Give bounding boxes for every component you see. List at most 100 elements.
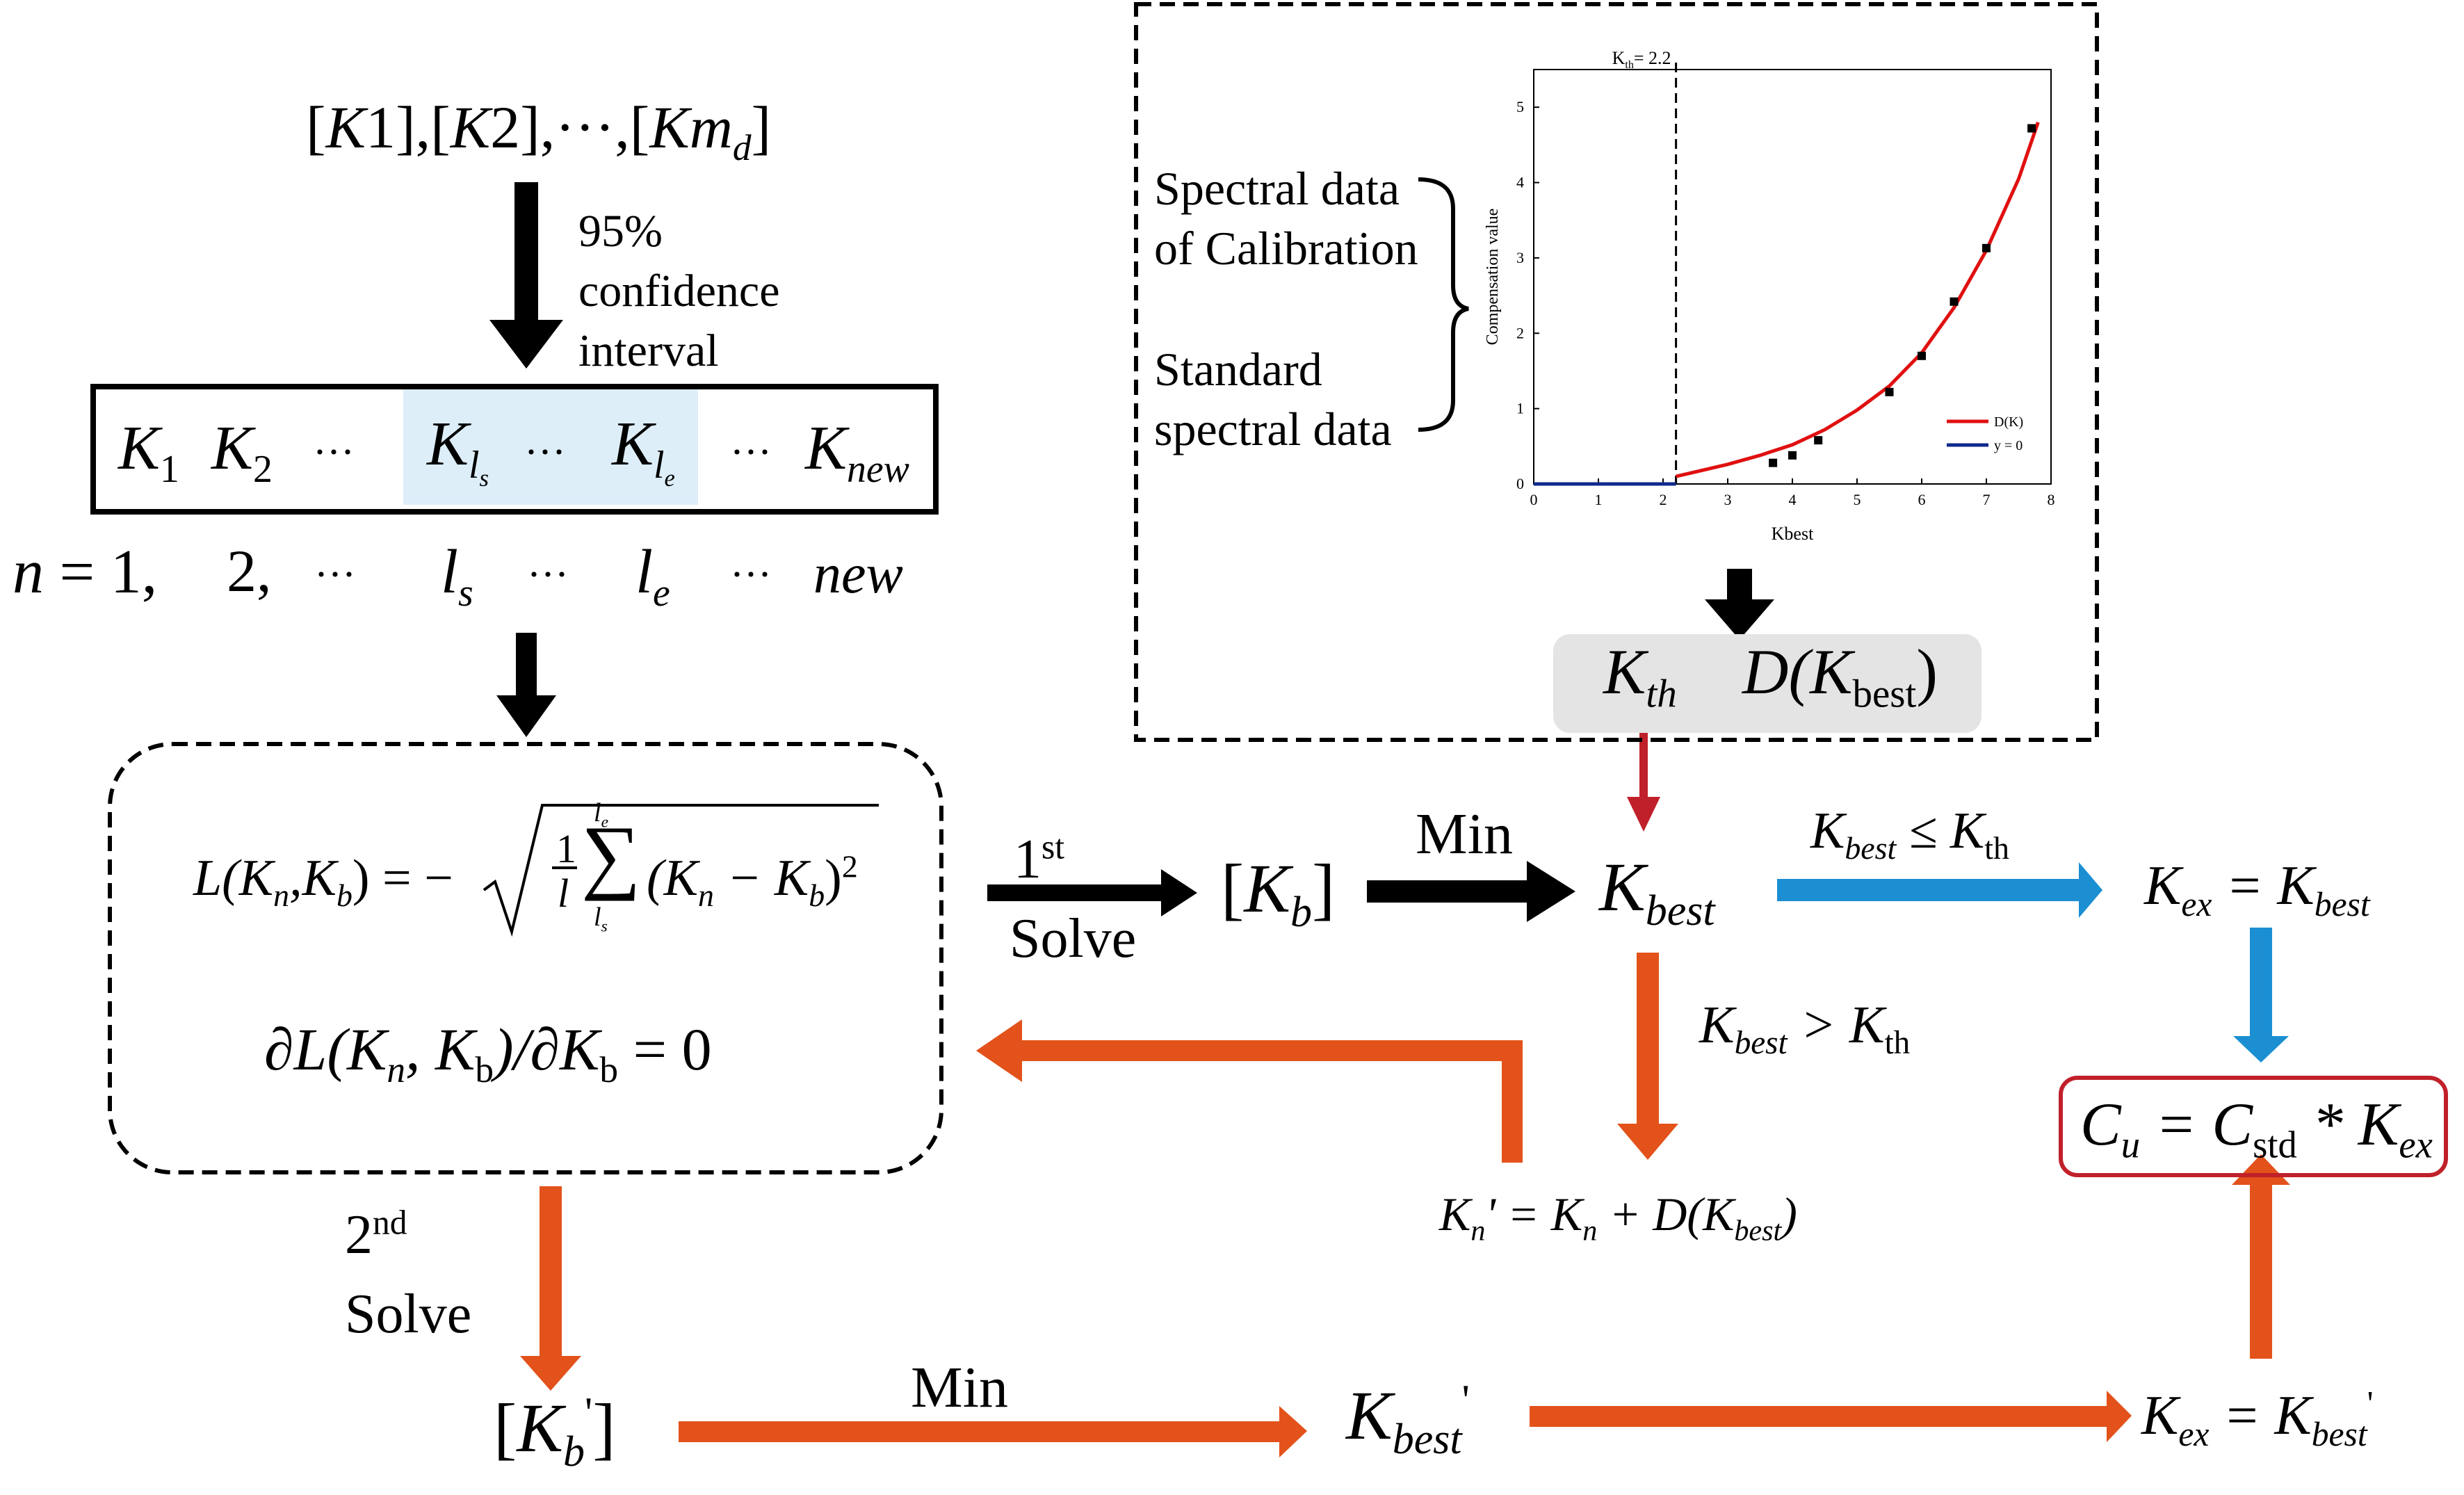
min-label-2: Min	[911, 1355, 1009, 1420]
n-new: new	[813, 544, 903, 605]
seq-k2: K2	[211, 414, 273, 491]
y-tick-label: 3	[1516, 249, 1524, 266]
data-point	[1950, 297, 1959, 306]
n-two: 2,	[227, 538, 272, 604]
threshold-k: K	[1612, 48, 1626, 68]
calibration-data-label: Spectral data of Calibration	[1154, 159, 1418, 278]
spectral-brace	[1418, 177, 1469, 432]
y-tick-label: 2	[1516, 324, 1524, 341]
second-solve-label: Solve	[345, 1284, 472, 1345]
threshold-value: = 2.2	[1634, 48, 1671, 68]
orange-arrow-down	[1617, 953, 1678, 1160]
orange-min2-arrow	[679, 1406, 1307, 1457]
condition-le: Kbest ≤ Kth	[1810, 802, 2009, 866]
seq-kle: Kle	[612, 410, 675, 492]
series-line-dk	[1676, 122, 2040, 478]
seq-dots-3: ···	[730, 429, 772, 475]
calibration-panel	[1134, 2, 2099, 742]
k2-index: 2	[490, 94, 521, 161]
x-tick-label: 6	[1918, 491, 1926, 508]
kb-vector: [Kb]	[1221, 850, 1336, 936]
x-tick-label: 2	[1660, 491, 1667, 508]
y-axis-label: Compensation value	[1484, 209, 1502, 346]
frac-num: 1	[556, 826, 576, 871]
k2-symbol: K	[450, 94, 491, 161]
data-point	[1814, 436, 1823, 445]
blue-arrow-down	[2233, 928, 2289, 1062]
seq-k1: K1	[118, 414, 179, 491]
spectral-line-2: of Calibration	[1154, 222, 1418, 275]
derivative-equation: ∂L(Kn, Kb)/∂Kb = 0	[264, 1016, 712, 1091]
km-symbol: Km	[649, 94, 733, 161]
orange-return-arrow	[976, 1019, 1523, 1163]
panel-arrow	[1705, 569, 1774, 640]
legend-label: y = 0	[1994, 438, 2023, 453]
orange-up-arrow	[2232, 1154, 2290, 1359]
y-tick-label: 4	[1516, 174, 1524, 191]
threshold-label: Kth= 2.2	[1612, 48, 1671, 71]
loss-term: (Kn − Kb)2	[647, 848, 858, 913]
confidence-line-3: interval	[578, 325, 719, 376]
seq-dots-2: ···	[524, 429, 566, 475]
to-loss-arrow	[496, 633, 556, 737]
input-matrices: [K1],[K2],···,[Kmd]	[306, 94, 772, 169]
orange-to-kex-arrow	[1530, 1391, 2132, 1442]
data-point	[1918, 351, 1926, 360]
result-equation: Cu = Cstd * Kex	[2080, 1091, 2433, 1166]
kbest: Kbest	[1599, 848, 1715, 935]
confidence-arrow	[489, 182, 563, 369]
n-dots-3: ···	[730, 551, 772, 597]
data-point	[1788, 451, 1797, 460]
kn-update-equation: Kn' = Kn + D(Kbest)	[1439, 1188, 1797, 1247]
k1-index: 1	[366, 94, 396, 161]
loss-lhs: L(Kn,Kb) = −	[193, 850, 453, 913]
data-point	[1769, 458, 1778, 467]
input-ellipsis: ···	[555, 94, 615, 161]
k1-symbol: K	[325, 94, 366, 161]
kbest-prime: Kbest'	[1346, 1377, 1470, 1463]
standard-data-label: Standard spectral data	[1154, 339, 1392, 459]
threshold-sub: th	[1625, 59, 1633, 71]
legend-label: D(K)	[1994, 414, 2023, 430]
data-point	[1885, 387, 1894, 396]
y-tick-label: 1	[1516, 400, 1524, 417]
kth-box	[1553, 634, 1981, 733]
seq-dots-1: ···	[313, 429, 355, 475]
orange-second-solve-arrow	[520, 1186, 581, 1391]
loss-box	[108, 742, 943, 1174]
n-le: le	[635, 538, 670, 615]
first-solve-arrow	[987, 869, 1197, 916]
x-tick-label: 5	[1854, 491, 1861, 508]
condition-gt: Kbest > Kth	[1699, 996, 1911, 1062]
x-tick-label: 1	[1595, 491, 1603, 508]
first-solve-label: Solve	[1010, 908, 1137, 969]
kth-symbol: Kth	[1603, 636, 1677, 716]
seq-kls: Kls	[427, 410, 489, 492]
n-row: n = 1,	[13, 538, 158, 606]
km-subscript: d	[732, 127, 752, 169]
confidence-label: 95% confidence interval	[578, 202, 780, 381]
kex-prime-equation: Kex = Kbest'	[2141, 1384, 2374, 1453]
n-dots-2: ···	[527, 551, 569, 597]
x-tick-label: 7	[1983, 491, 1991, 508]
y-tick-label: 0	[1516, 475, 1524, 492]
confidence-line-2: confidence	[578, 266, 780, 316]
d-kbest: D(Kbest)	[1742, 636, 1938, 716]
min-label-1: Min	[1416, 802, 1514, 866]
sum-sign: ∑	[581, 809, 641, 901]
spectral-line-4: spectral data	[1154, 403, 1392, 455]
n-dots-1: ···	[314, 551, 356, 597]
y-tick-label: 5	[1516, 98, 1524, 115]
sequence-box	[90, 384, 939, 515]
blue-arrow-right	[1777, 862, 2102, 918]
kex-equation: Kex = Kbest	[2144, 855, 2370, 923]
kb-prime-vector: [Kb']	[494, 1389, 616, 1476]
x-axis-label: Kbest	[1772, 524, 1814, 544]
spectral-line-1: Spectral data	[1154, 162, 1400, 215]
x-tick-label: 0	[1530, 491, 1538, 508]
sum-top: le	[594, 798, 609, 832]
data-point	[1982, 243, 1991, 252]
